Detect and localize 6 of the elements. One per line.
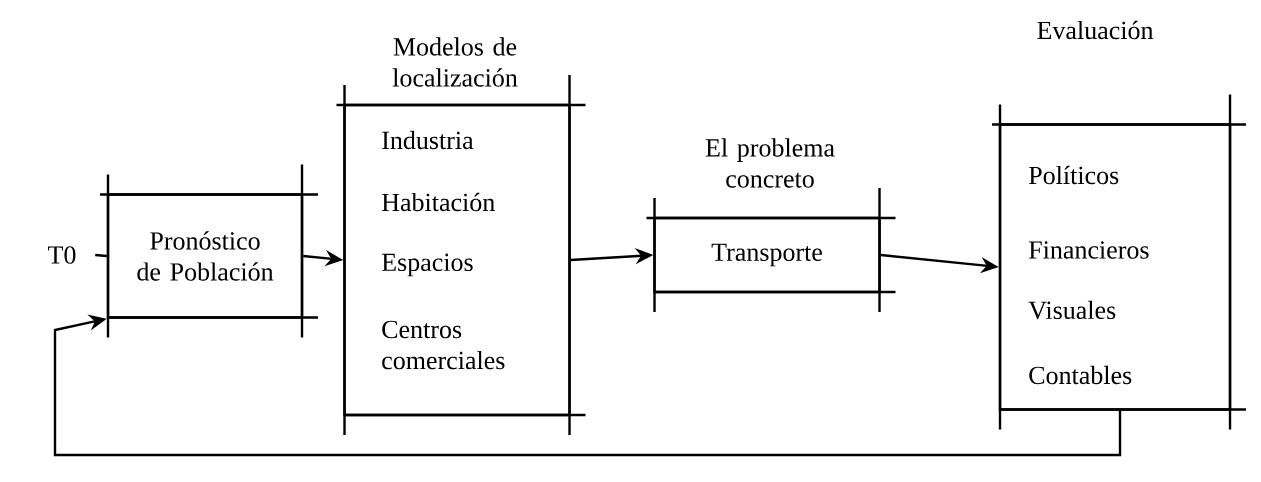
heading: Evaluación (1037, 20, 1154, 40)
label: T0 (48, 246, 76, 264)
connector-line (95, 253, 107, 258)
heading: El problema concreto (705, 138, 835, 188)
heading: Modelos de localización (392, 37, 518, 87)
arrow (53, 314, 1122, 457)
